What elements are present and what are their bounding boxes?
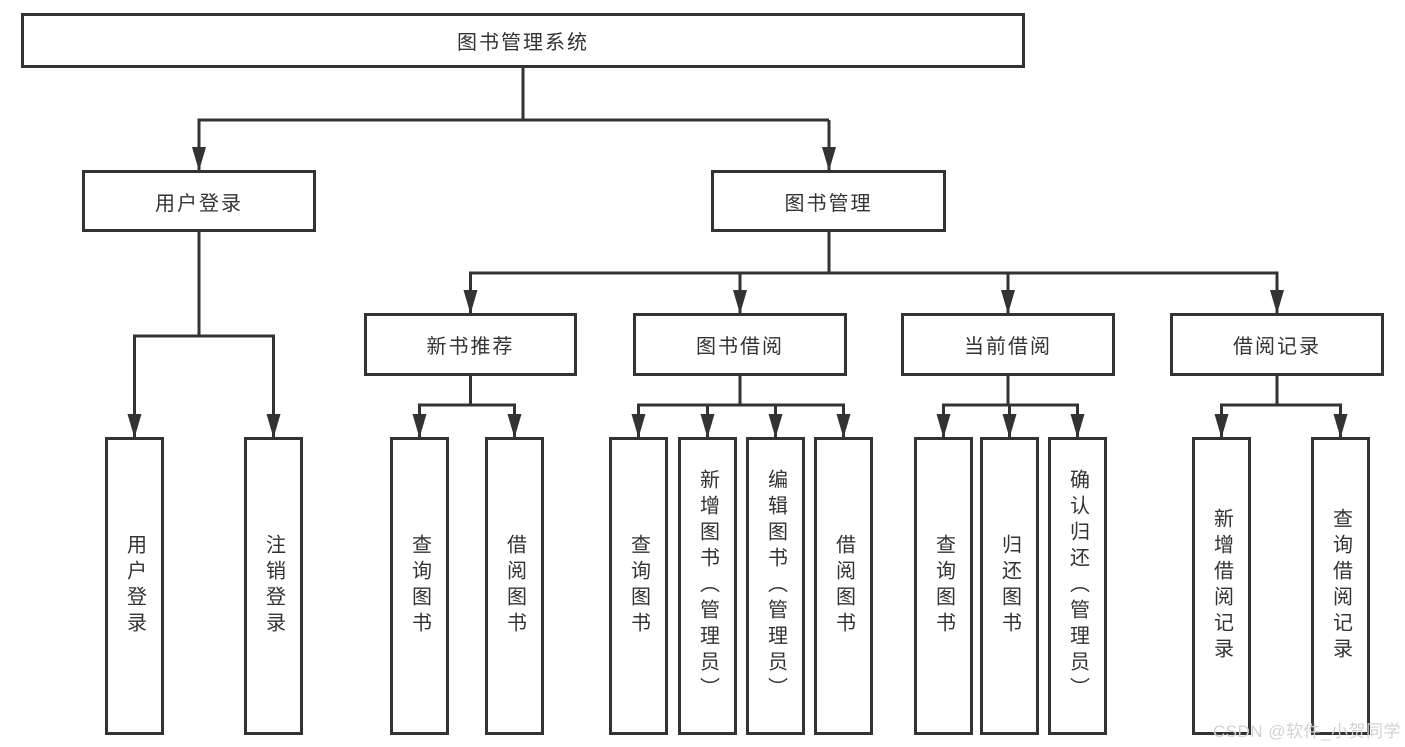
leaf-borrow-books: 借阅图书 [814,437,873,735]
leaf-add-borrow-record: 新增借阅记录 [1192,437,1251,735]
leaf-label: 查询图书 [408,534,431,638]
leaf-label: 新增图书（管理员） [696,469,719,703]
leaf-logout: 注销登录 [244,437,303,735]
leaf-label: 注销登录 [262,534,285,638]
node-borrowing-records: 借阅记录 [1170,313,1384,376]
leaf-return-book: 归还图书 [980,437,1039,735]
leaf-label: 归还图书 [998,534,1021,638]
leaf-query-books-recommend: 查询图书 [390,437,449,735]
node-user-login-branch: 用户登录 [82,170,316,232]
leaf-query-borrow-record: 查询借阅记录 [1311,437,1370,735]
node-label: 用户登录 [155,192,243,215]
leaf-label: 借阅图书 [832,534,855,638]
node-new-book-recommend: 新书推荐 [364,313,577,376]
node-library-management-system: 图书管理系统 [21,13,1025,68]
leaf-edit-book-admin: 编辑图书（管理员） [746,437,805,735]
leaf-query-books-current: 查询图书 [914,437,973,735]
leaf-borrow-books-recommend: 借阅图书 [485,437,544,735]
leaf-query-books-borrow: 查询图书 [609,437,668,735]
node-book-management-branch: 图书管理 [711,170,946,232]
leaf-label: 新增借阅记录 [1210,508,1233,664]
leaf-label: 用户登录 [123,534,146,638]
node-current-borrowing: 当前借阅 [901,313,1115,376]
leaf-confirm-return-admin: 确认归还（管理员） [1048,437,1107,735]
leaf-user-login: 用户登录 [105,437,164,735]
node-label: 图书借阅 [696,336,784,358]
node-label: 新书推荐 [426,336,515,358]
leaf-label: 借阅图书 [503,534,526,638]
node-label: 图书管理 [784,192,873,215]
leaf-add-book-admin: 新增图书（管理员） [678,437,737,735]
node-label: 当前借阅 [964,336,1052,358]
leaf-label: 查询图书 [932,534,955,638]
leaf-label: 查询图书 [627,534,650,638]
leaf-label: 查询借阅记录 [1329,508,1352,664]
leaf-label: 编辑图书（管理员） [764,469,787,703]
node-label: 借阅记录 [1233,336,1321,358]
leaf-label: 确认归还（管理员） [1066,469,1089,703]
node-book-borrowing: 图书借阅 [633,313,847,376]
node-label: 图书管理系统 [457,32,589,54]
csdn-watermark: CSDN @软件_小贺同学 [1212,722,1401,741]
